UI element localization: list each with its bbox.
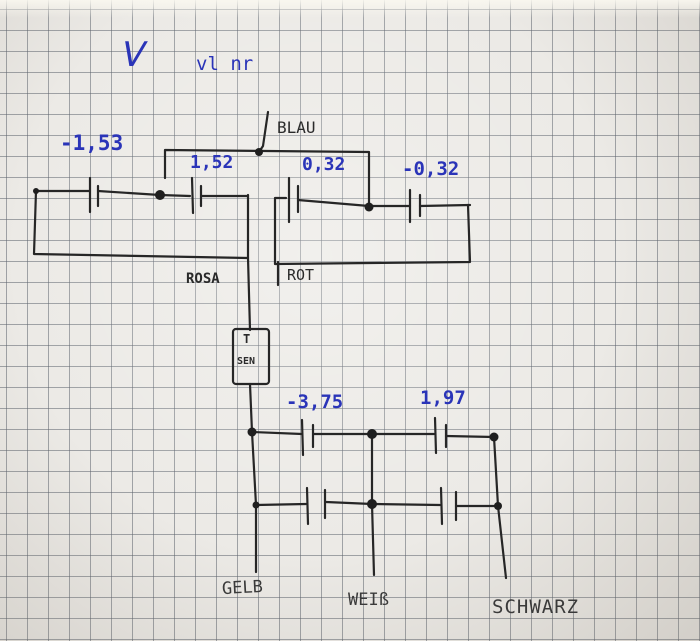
label-rosa: ROSA <box>186 271 220 287</box>
wire-bottom-row1-d <box>444 434 496 439</box>
junction-right-mid <box>364 202 374 212</box>
wire-left-loop <box>32 189 250 260</box>
wire-sensor-drop <box>248 382 254 434</box>
value-cap-3: 0,32 <box>302 154 346 175</box>
junction-bottom-tr <box>489 432 499 442</box>
wire-right-loop <box>273 196 472 266</box>
wire-bottom-row1-a <box>250 430 304 436</box>
junction-dots <box>33 148 502 510</box>
junction-bottom-br <box>494 502 502 510</box>
junction-blau <box>255 148 263 156</box>
sensor-label-t: T <box>243 332 251 346</box>
mark-vl-nr: vl nr <box>196 53 254 75</box>
label-blau: BLAU <box>277 118 316 137</box>
junction-left-end <box>33 188 39 194</box>
junction-left-mid <box>155 190 165 200</box>
wire-blau-tee <box>163 148 371 209</box>
wire-bottom-row2-a <box>254 502 308 507</box>
paper-top-edge <box>0 0 700 18</box>
junction-bottom-bl <box>252 501 260 509</box>
label-schwarz: SCHWARZ <box>492 596 580 618</box>
label-gelb: GELB <box>221 576 264 600</box>
wire-blau-lead <box>257 110 270 154</box>
cap-6-plate-a <box>433 416 438 455</box>
wire-rosa-drop <box>246 256 252 332</box>
label-rot: ROT <box>287 266 315 284</box>
sensor-label-sen: SEN <box>237 356 256 367</box>
cap-5-plate-a <box>300 418 305 457</box>
junction-bottom-tm <box>367 429 377 439</box>
label-weiss: WEIß <box>348 590 389 610</box>
cap-8-plate-a <box>439 486 444 526</box>
value-cap-5: -3,75 <box>286 391 344 413</box>
wire-right-top-3 <box>418 203 472 208</box>
value-cap-4: -0,32 <box>402 158 460 180</box>
wire-right-top-1 <box>296 198 371 208</box>
junction-bottom-bm <box>367 499 377 509</box>
wire-left-top-2 <box>158 193 192 198</box>
wire-bottom-row2-c <box>370 502 442 507</box>
cap-7-plate-a <box>305 486 310 526</box>
junction-bottom-tl <box>247 427 257 437</box>
value-cap-2: 1,52 <box>190 152 234 173</box>
wire-left-top-1 <box>96 189 162 197</box>
wire-bottom-row2-b <box>324 500 374 506</box>
cap-2-plate-a <box>190 176 195 215</box>
value-cap-6: 1,97 <box>420 387 466 409</box>
value-cap-1: -1,53 <box>60 131 124 155</box>
